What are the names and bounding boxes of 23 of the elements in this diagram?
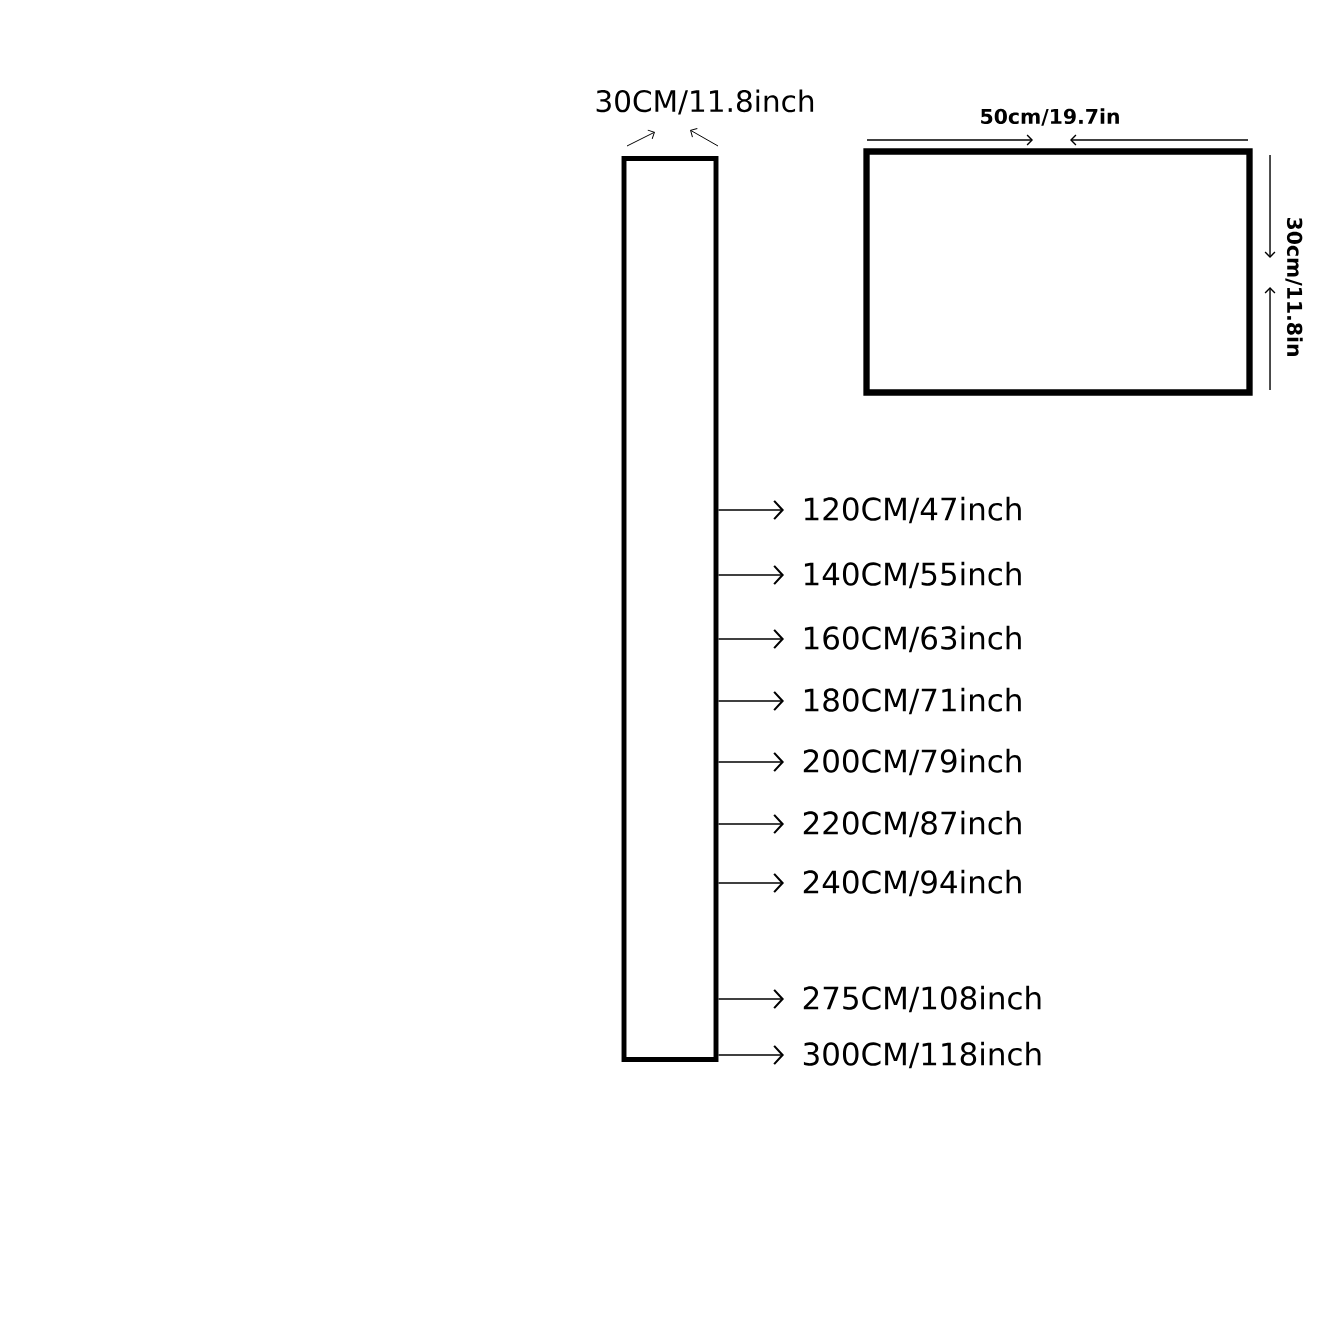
arrow <box>717 1045 784 1065</box>
arrow <box>717 989 784 1009</box>
size-label: 275CM/108inch <box>803 985 1041 1013</box>
panel-outline <box>863 148 1253 396</box>
dimension-label: 30cm/11.8in <box>1285 217 1303 356</box>
size-label: 120CM/47inch <box>804 496 1021 524</box>
arrow <box>717 752 784 772</box>
size-label: 300CM/118inch <box>803 1041 1041 1069</box>
size-label: 140CM/55inch <box>804 561 1021 589</box>
arrow <box>717 500 784 520</box>
arrow <box>717 565 784 585</box>
arrow <box>717 873 784 893</box>
size-label: 220CM/87inch <box>803 810 1021 838</box>
dimension-label: 50cm/19.7in <box>981 108 1119 126</box>
panel-outline <box>621 156 719 1062</box>
size-label: 240CM/94inch <box>803 869 1021 897</box>
dimension-label: 30CM/11.8inch <box>596 89 814 115</box>
arrow <box>717 629 784 649</box>
size-label: 160CM/63inch <box>804 625 1021 653</box>
size-label: 200CM/79inch <box>803 748 1021 776</box>
size-label: 180CM/71inch <box>804 687 1021 715</box>
arrow <box>717 691 784 711</box>
arrow <box>717 814 784 834</box>
